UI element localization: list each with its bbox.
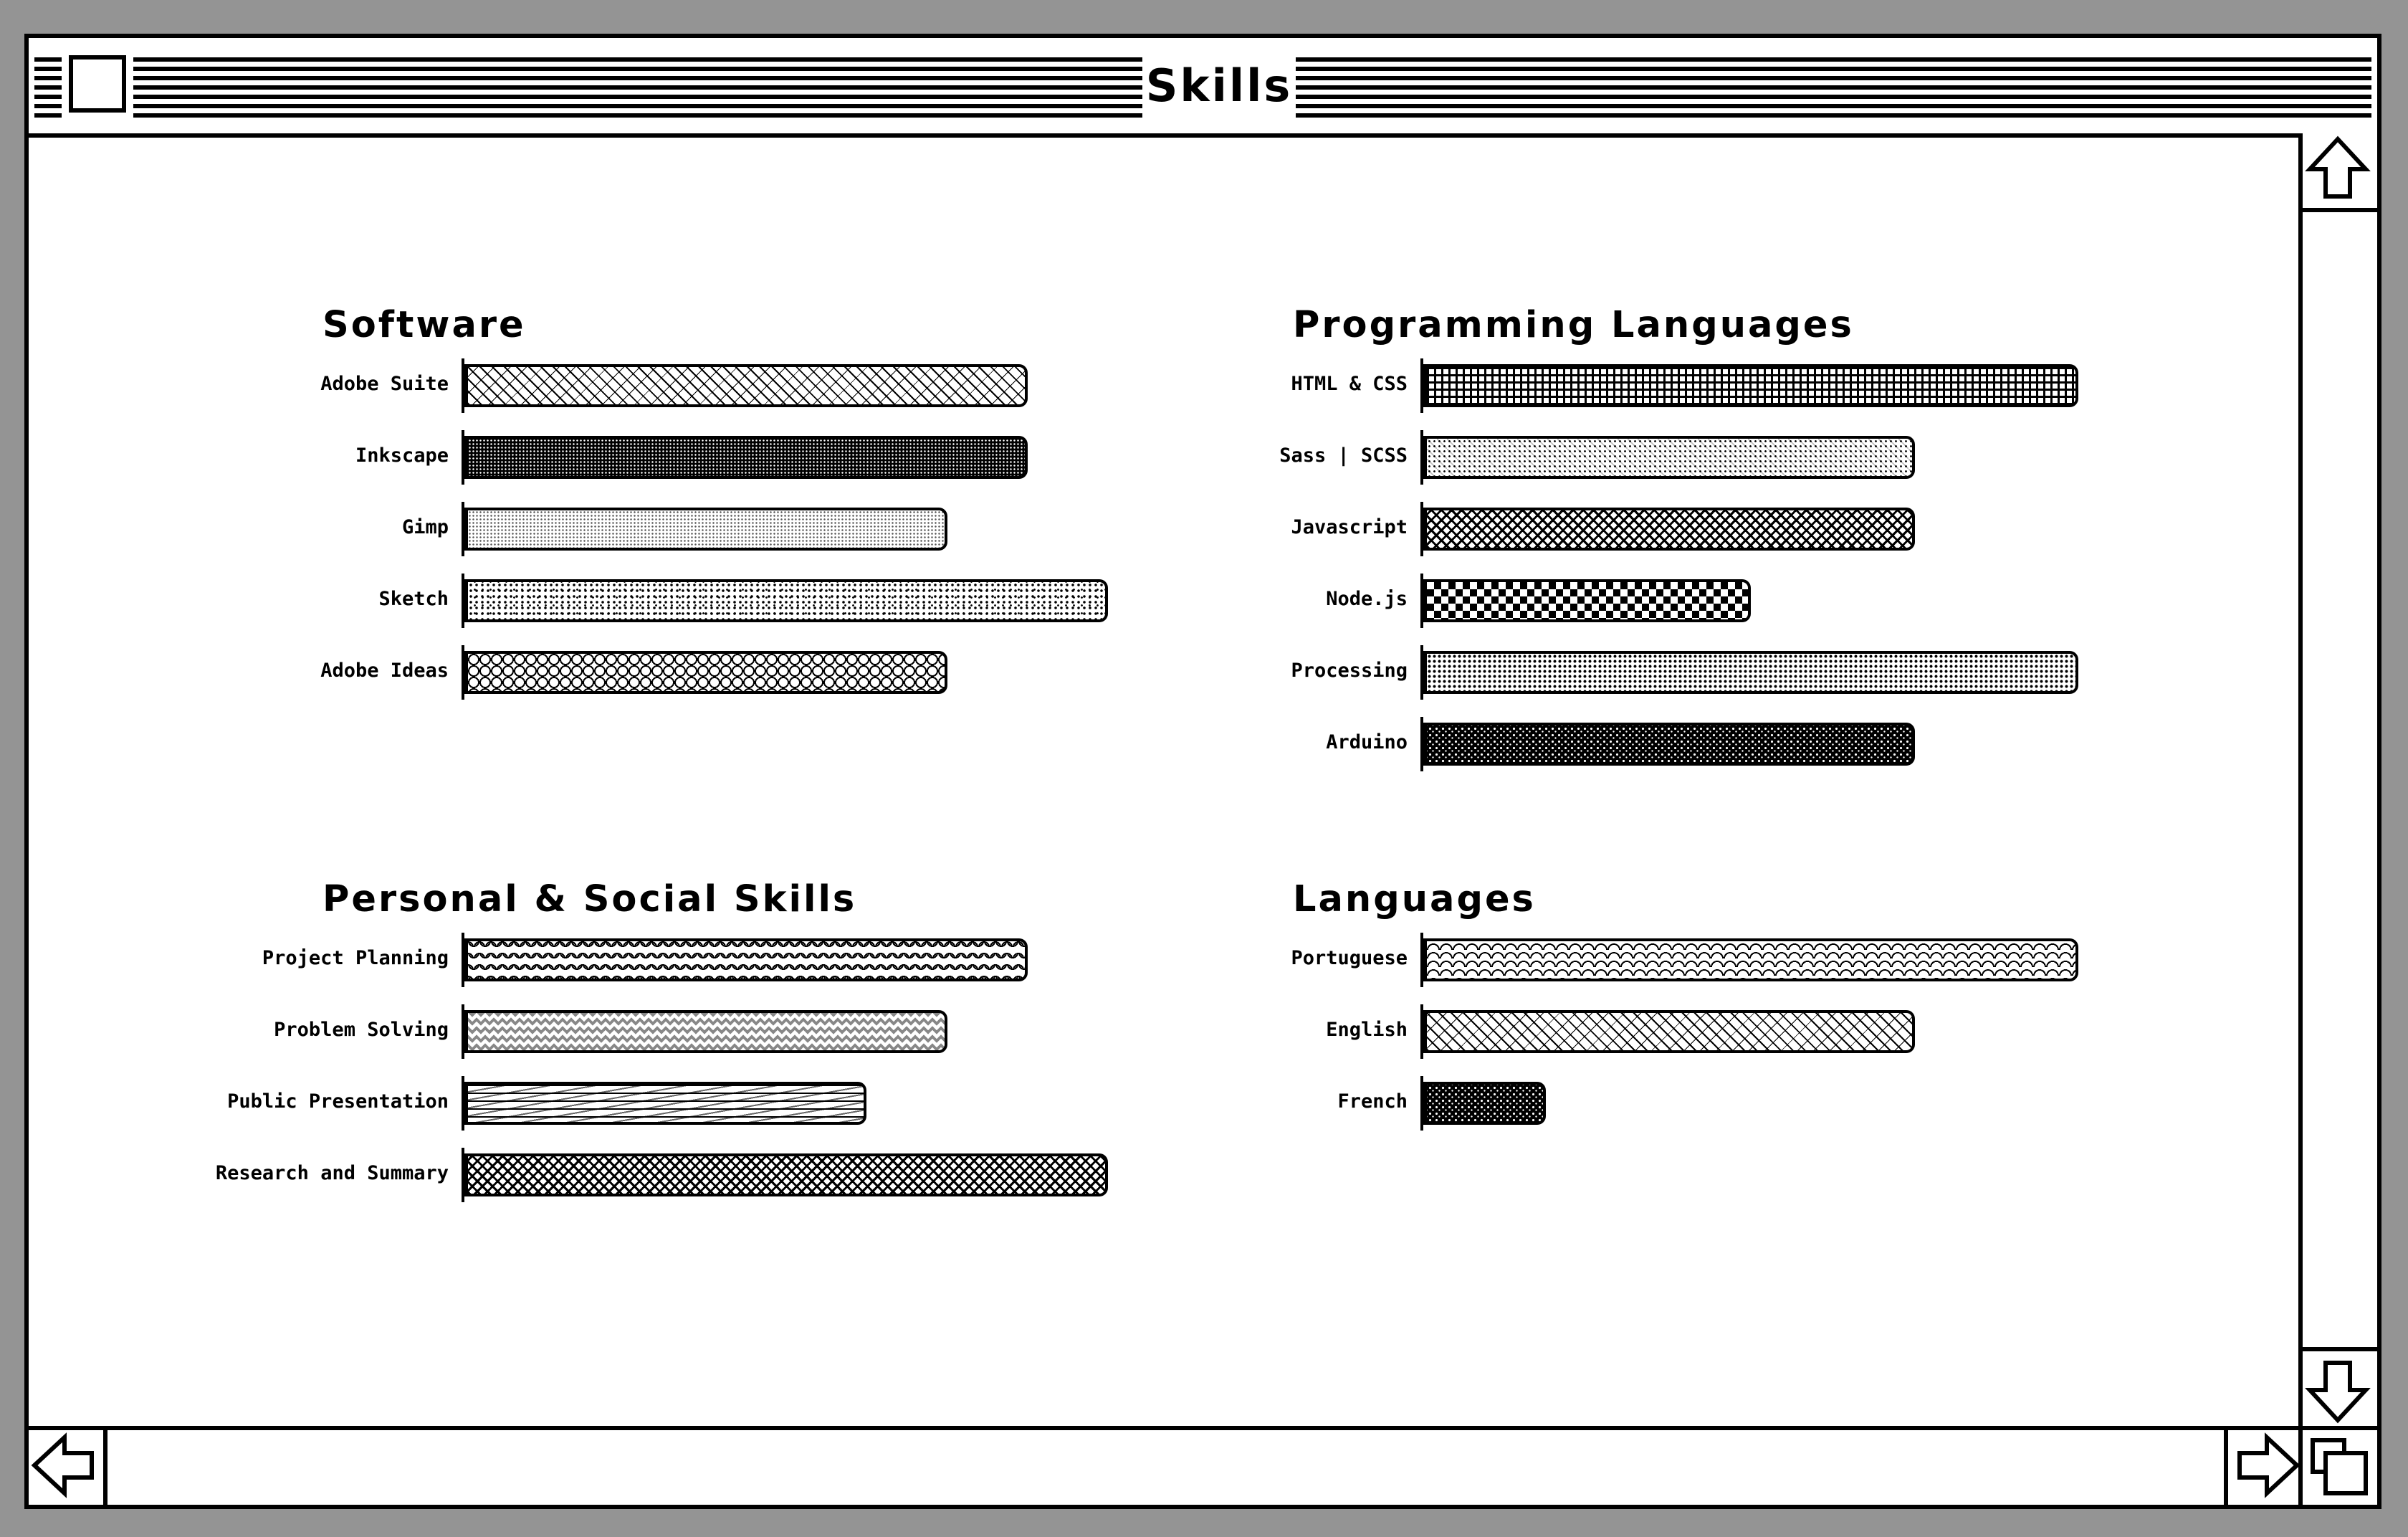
skill-label: HTML & CSS (1291, 373, 1408, 395)
skill-level-bar (462, 645, 947, 700)
skill-label: Javascript (1291, 516, 1408, 538)
skill-label: French (1337, 1090, 1408, 1113)
title-bar-stripes-left (34, 57, 1153, 118)
scroll-down-arrow-icon[interactable] (2303, 1347, 2377, 1426)
skill-label: Inkscape (355, 444, 449, 467)
section-title-programming: Programming Languages (1293, 304, 1854, 346)
resize-box-icon[interactable] (2298, 1426, 2377, 1505)
skill-label: Gimp (401, 516, 449, 538)
skill-level-bar (462, 1004, 947, 1059)
skill-level-bar (1420, 1004, 1915, 1059)
skill-label: Research and Summary (215, 1162, 449, 1184)
skill-level-bar (1420, 430, 1915, 485)
skill-label: Processing (1291, 660, 1408, 682)
skill-label: Project Planning (262, 947, 449, 969)
skill-level-bar (462, 933, 1028, 987)
skill-label: Problem Solving (274, 1019, 449, 1041)
skill-level-bar (1420, 1076, 1546, 1131)
skill-level-bar (1420, 933, 2078, 987)
skill-label: English (1326, 1019, 1408, 1041)
skill-level-bar (462, 430, 1028, 485)
skill-level-bar (462, 574, 1108, 628)
section-title-languages: Languages (1293, 878, 1536, 920)
section-title-software: Software (322, 304, 526, 346)
skill-label: Node.js (1326, 588, 1408, 610)
skill-level-bar (1420, 502, 1915, 556)
section-title-personal: Personal & Social Skills (322, 878, 857, 920)
skill-level-bar (462, 358, 1028, 413)
skill-label: Portuguese (1291, 947, 1408, 969)
skill-level-bar (1420, 574, 1751, 628)
skill-level-bar (462, 502, 947, 556)
skill-level-bar (1420, 358, 2078, 413)
close-box-button[interactable] (69, 55, 126, 113)
window-title: Skills (1145, 60, 1293, 112)
scroll-left-arrow-icon[interactable] (29, 1430, 108, 1505)
skill-label: Sass | SCSS (1279, 444, 1408, 467)
skill-level-bar (462, 1076, 866, 1131)
skill-label: Sketch (378, 588, 449, 610)
skill-level-bar (1420, 645, 2078, 700)
title-bar[interactable]: Skills (29, 38, 2377, 138)
skill-label: Arduino (1326, 731, 1408, 753)
scroll-right-arrow-icon[interactable] (2224, 1430, 2303, 1505)
skill-label: Adobe Ideas (320, 660, 449, 682)
skill-label: Adobe Suite (320, 373, 449, 395)
horizontal-scrollbar[interactable] (29, 1426, 2377, 1505)
skill-level-bar (1420, 717, 1915, 771)
skill-level-bar (462, 1148, 1108, 1202)
scroll-up-arrow-icon[interactable] (2303, 133, 2377, 212)
skill-label: Public Presentation (227, 1090, 449, 1113)
title-bar-stripes-right (1296, 57, 2371, 118)
vertical-scrollbar[interactable] (2298, 133, 2377, 1426)
window-title-area: Skills (1142, 38, 1296, 133)
